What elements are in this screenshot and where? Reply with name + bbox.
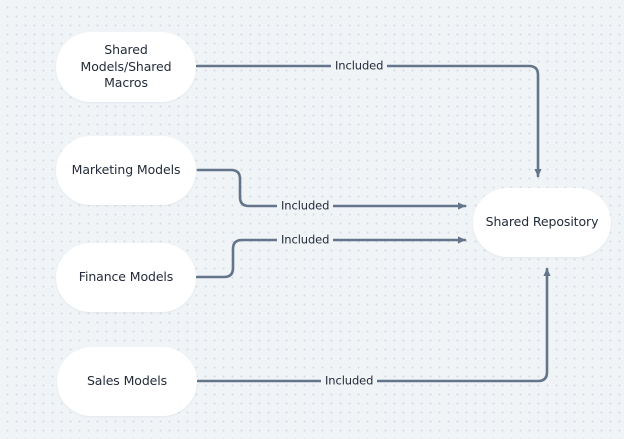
edge-label-marketing-models: Included bbox=[277, 198, 334, 214]
node-shared-repository[interactable]: Shared Repository bbox=[473, 188, 611, 257]
node-label-sales-models: Sales Models bbox=[86, 373, 168, 389]
node-shared-models[interactable]: Shared Models/Shared Macros bbox=[56, 32, 196, 102]
node-marketing-models[interactable]: Marketing Models bbox=[56, 136, 196, 205]
node-sales-models[interactable]: Sales Models bbox=[57, 347, 197, 416]
node-label-finance-models: Finance Models bbox=[78, 269, 174, 285]
node-label-shared-models: Shared Models/Shared Macros bbox=[80, 42, 172, 91]
node-label-shared-repository: Shared Repository bbox=[485, 214, 599, 230]
node-finance-models[interactable]: Finance Models bbox=[56, 243, 196, 312]
edge-path-shared-models bbox=[195, 64, 542, 178]
edge-path-sales-models bbox=[196, 267, 551, 383]
edge-label-sales-models: Included bbox=[321, 373, 378, 389]
edge-path-finance-models bbox=[195, 236, 467, 279]
edge-path-marketing-models bbox=[196, 168, 467, 210]
node-label-marketing-models: Marketing Models bbox=[71, 162, 181, 178]
edge-label-shared-models: Included bbox=[331, 58, 388, 74]
edge-label-finance-models: Included bbox=[277, 232, 334, 248]
